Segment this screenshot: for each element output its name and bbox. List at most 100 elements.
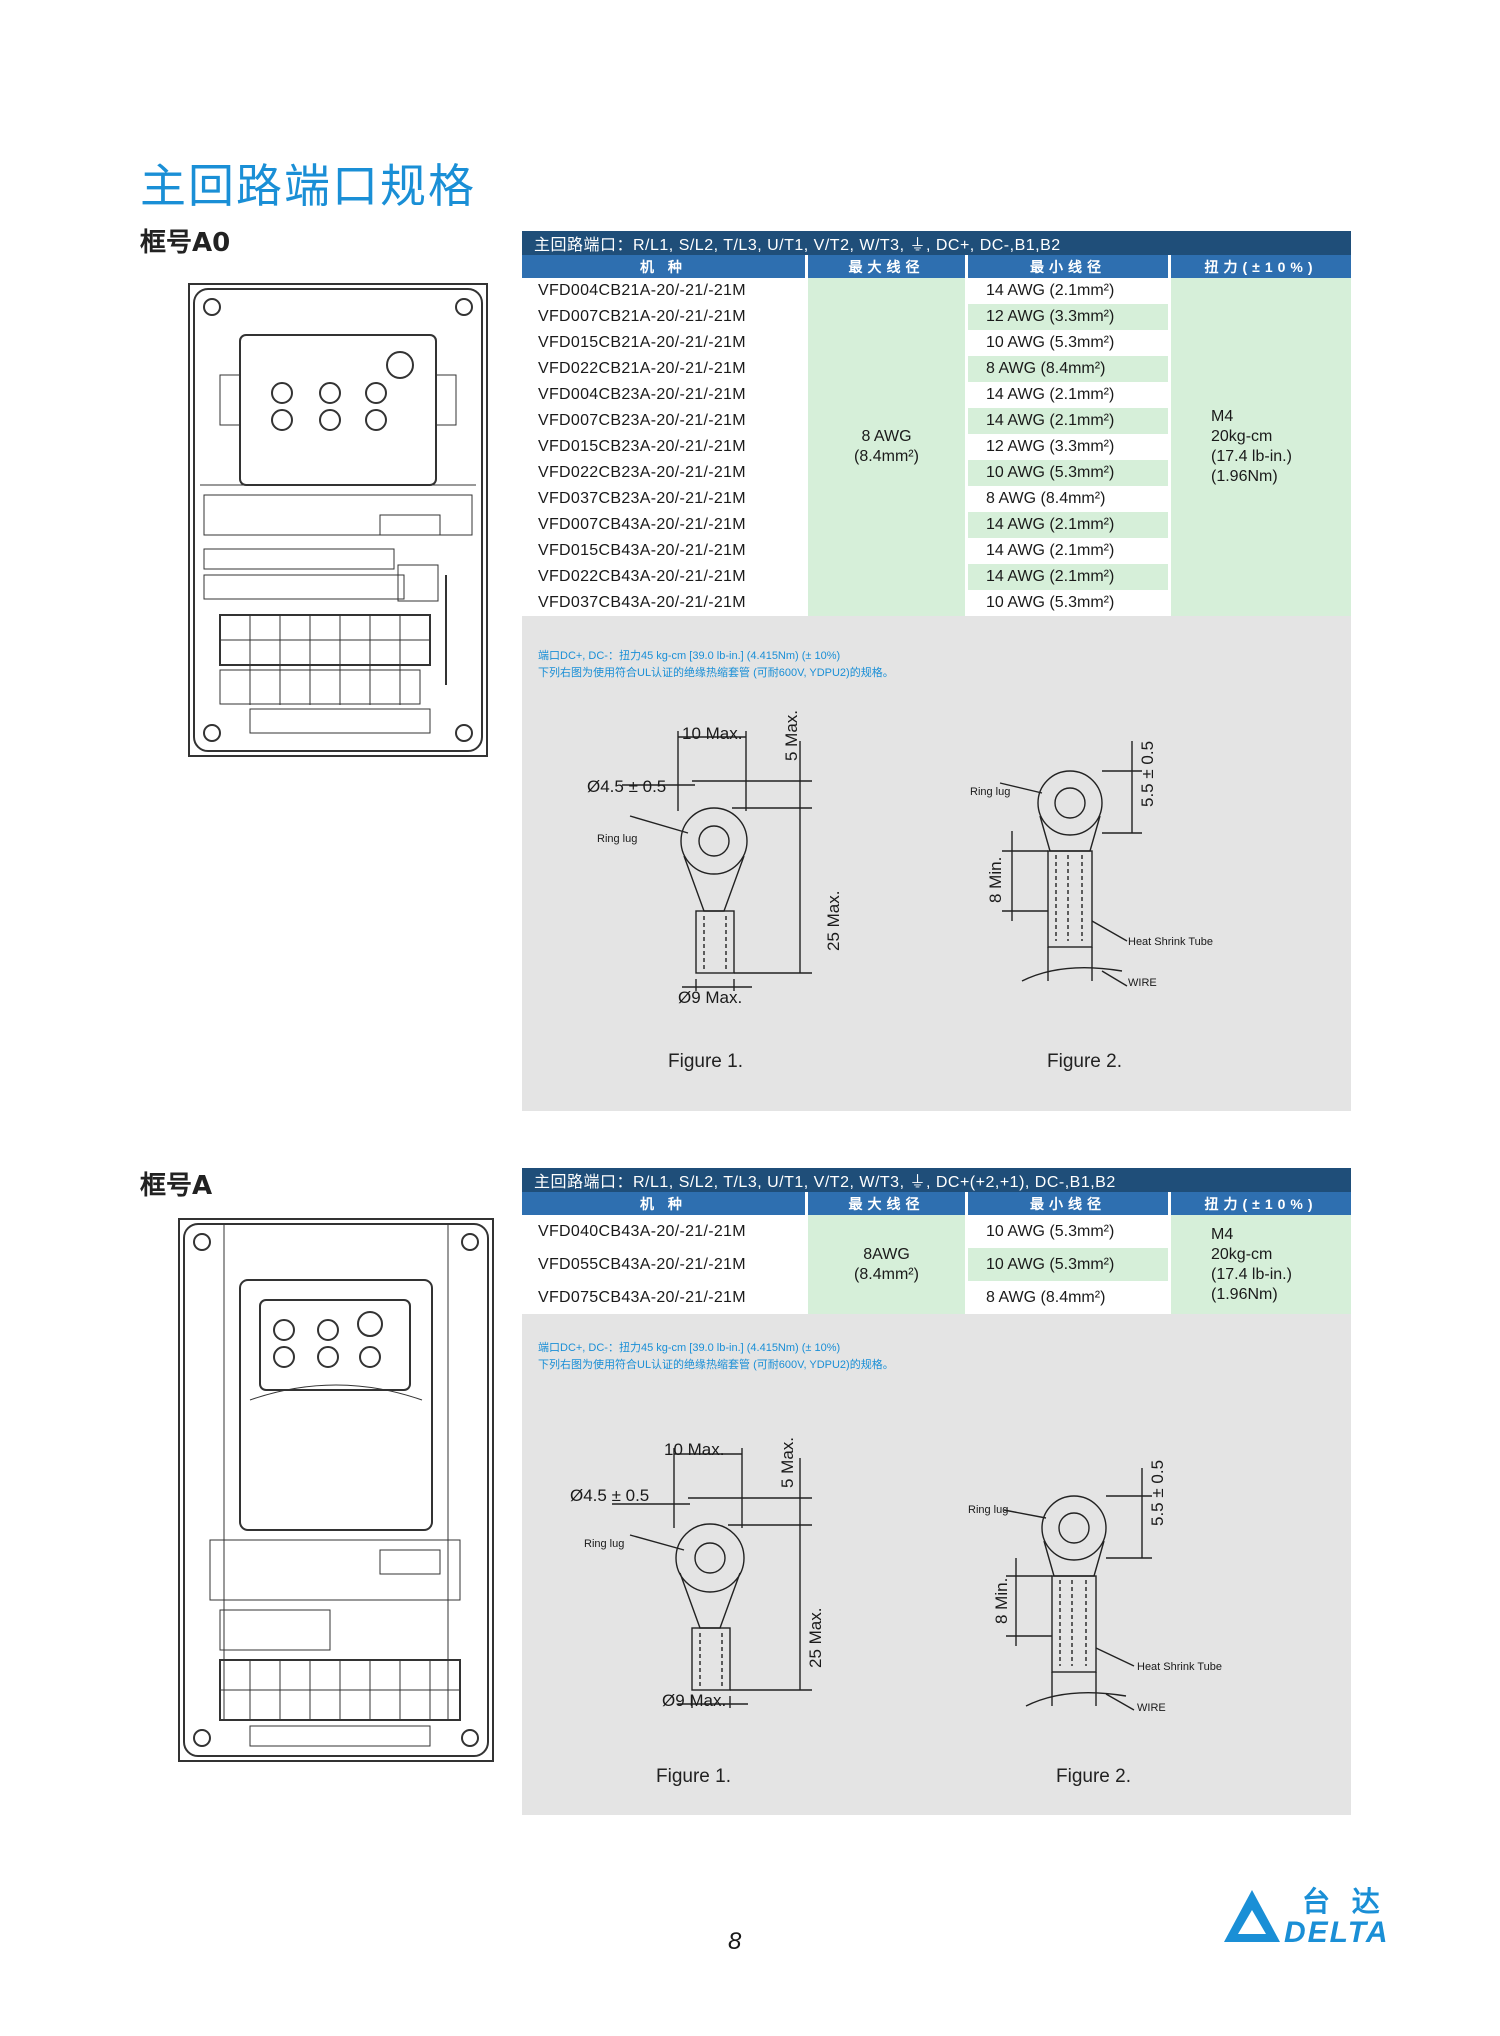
min-wire-cell: 10 AWG (5.3mm²) <box>965 1248 1170 1281</box>
fig2-label-ring-lug: Ring lug <box>970 786 1011 798</box>
col-torque-a0: 扭力(±10%) <box>1168 255 1351 278</box>
min-wire-cell: 12 AWG (3.3mm²) <box>965 434 1170 460</box>
model-cell: VFD004CB21A-20/-21/-21M <box>522 278 807 304</box>
figure-1-caption-a0: Figure 1. <box>668 1051 743 1072</box>
torque-lbin: (17.4 lb-in.) <box>1211 1265 1292 1283</box>
table-row: VFD075CB43A-20/-21/-21M 8 AWG (8.4mm²) <box>522 1281 1351 1314</box>
logo-en: DELTA <box>1284 1916 1390 1949</box>
col-model-a: 机 种 <box>522 1192 807 1215</box>
drive-outline-a <box>183 1223 489 1757</box>
figure-1-ring-lug-a <box>612 1448 812 1708</box>
figure-1-ring-lug-a0 <box>622 731 812 991</box>
table-row: VFD007CB43A-20/-21/-21M 14 AWG (2.1mm²) <box>522 512 1351 538</box>
fig1-label-5max: 5 Max. <box>778 1436 797 1488</box>
table-row: VFD055CB43A-20/-21/-21M 10 AWG (5.3mm²) <box>522 1248 1351 1281</box>
torque-lbin: (17.4 lb-in.) <box>1211 448 1292 465</box>
torque-screw: M4 <box>1211 1225 1234 1243</box>
model-cell: VFD075CB43A-20/-21/-21M <box>522 1281 807 1314</box>
figure-2-heat-shrink-a <box>1003 1468 1152 1711</box>
model-cell: VFD022CB21A-20/-21/-21M <box>522 356 807 382</box>
model-cell: VFD015CB23A-20/-21/-21M <box>522 434 807 460</box>
frame-label-a: 框号A <box>140 1171 213 1201</box>
torque-cell-a: M4 20kg-cm (17.4 lb-in.) (1.96Nm) <box>1168 1215 1351 1314</box>
note-dc-torque-a0: 端口DC+, DC-：扭力45 kg-cm [39.0 lb-in.] (4.4… <box>538 650 841 662</box>
torque-kgcm: 20kg-cm <box>1211 1245 1273 1263</box>
fig2-label-wire: WIRE <box>1137 1702 1166 1714</box>
table-row: VFD022CB43A-20/-21/-21M 14 AWG (2.1mm²) <box>522 564 1351 590</box>
model-cell: VFD004CB23A-20/-21/-21M <box>522 382 807 408</box>
col-min-a0: 最小线径 <box>965 255 1170 278</box>
min-wire-cell: 14 AWG (2.1mm²) <box>965 564 1170 590</box>
fig1-label-5max: 5 Max. <box>782 709 801 761</box>
min-wire-cell: 14 AWG (2.1mm²) <box>965 382 1170 408</box>
min-wire-cell: 14 AWG (2.1mm²) <box>965 512 1170 538</box>
drive-drawing-a0 <box>188 283 488 757</box>
figure-2-caption-a0: Figure 2. <box>1047 1051 1122 1072</box>
fig2-label-wire: WIRE <box>1128 977 1157 989</box>
fig1-label-dia9: Ø9 Max. <box>662 1691 727 1710</box>
col-min-a: 最小线径 <box>965 1192 1170 1215</box>
min-wire-cell: 12 AWG (3.3mm²) <box>965 304 1170 330</box>
fig2-label-55: 5.5 ± 0.5 <box>1148 1459 1167 1526</box>
fig1-label-dia45: Ø4.5 ± 0.5 <box>587 777 667 796</box>
drive-outline-a0 <box>193 288 483 752</box>
table-row: VFD007CB23A-20/-21/-21M 14 AWG (2.1mm²) <box>522 408 1351 434</box>
drive-drawing-a <box>178 1218 494 1762</box>
max-wire-mm: (8.4mm²) <box>854 448 919 465</box>
table-row: VFD022CB21A-20/-21/-21M 8 AWG (8.4mm²) <box>522 356 1351 382</box>
page-title: 主回路端口规格 <box>140 159 476 213</box>
model-cell: VFD037CB43A-20/-21/-21M <box>522 590 807 616</box>
spec-panel-a: 主回路端口：R/L1, S/L2, T/L3, U/T1, V/T2, W/T3… <box>522 1168 1351 1815</box>
torque-screw: M4 <box>1211 408 1234 425</box>
model-cell: VFD007CB23A-20/-21/-21M <box>522 408 807 434</box>
table-row: VFD040CB43A-20/-21/-21M 8AWG (8.4mm²) 10… <box>522 1215 1351 1314</box>
model-cell: VFD055CB43A-20/-21/-21M <box>522 1248 807 1281</box>
spec-table-a: 主回路端口：R/L1, S/L2, T/L3, U/T1, V/T2, W/T3… <box>522 1168 1351 1314</box>
figure-1-caption-a: Figure 1. <box>656 1766 731 1787</box>
fig1-label-25max: 25 Max. <box>806 1607 825 1668</box>
fig1-label-ring-lug: Ring lug <box>597 833 638 845</box>
col-torque-a: 扭力(±10%) <box>1168 1192 1351 1215</box>
table-row: VFD004CB21A-20/-21/-21M 8 AWG (8.4mm²) 1… <box>522 278 1351 616</box>
model-cell: VFD037CB23A-20/-21/-21M <box>522 486 807 512</box>
table-row: VFD007CB21A-20/-21/-21M 12 AWG (3.3mm²) <box>522 304 1351 330</box>
torque-nm: (1.96Nm) <box>1211 468 1278 485</box>
max-wire-mm: (8.4mm²) <box>854 1265 919 1283</box>
model-cell: VFD015CB43A-20/-21/-21M <box>522 538 807 564</box>
note-ul-tube-a: 下列右图为使用符合UL认证的绝缘热缩套管 (可耐600V, YDPU2)的规格。 <box>538 1359 894 1371</box>
model-cell: VFD007CB43A-20/-21/-21M <box>522 512 807 538</box>
table-row: VFD004CB23A-20/-21/-21M 14 AWG (2.1mm²) <box>522 382 1351 408</box>
fig1-label-25max: 25 Max. <box>824 890 843 951</box>
fig2-label-8min: 8 Min. <box>986 856 1005 903</box>
delta-logo: 台 达 DELTA <box>1222 1880 1422 1950</box>
fig2-label-8min: 8 Min. <box>992 1577 1011 1624</box>
col-max-a: 最大线径 <box>805 1192 967 1215</box>
min-wire-cell: 8 AWG (8.4mm²) <box>965 486 1170 512</box>
fig2-label-tube: Heat Shrink Tube <box>1137 1661 1222 1673</box>
figure-2-caption-a: Figure 2. <box>1056 1766 1131 1787</box>
note-ul-tube-a0: 下列右图为使用符合UL认证的绝缘热缩套管 (可耐600V, YDPU2)的规格。 <box>538 667 894 679</box>
figure-2-heat-shrink-a0 <box>999 741 1142 987</box>
model-cell: VFD022CB43A-20/-21/-21M <box>522 564 807 590</box>
model-cell: VFD007CB21A-20/-21/-21M <box>522 304 807 330</box>
min-wire-cell: 8 AWG (8.4mm²) <box>965 1281 1170 1314</box>
model-cell: VFD040CB43A-20/-21/-21M <box>522 1215 807 1248</box>
terminals-header-a0: 主回路端口：R/L1, S/L2, T/L3, U/T1, V/T2, W/T3… <box>522 231 1351 255</box>
min-wire-cell: 14 AWG (2.1mm²) <box>965 538 1170 564</box>
torque-kgcm: 20kg-cm <box>1211 428 1273 445</box>
torque-cell-a0: M4 20kg-cm (17.4 lb-in.) (1.96Nm) <box>1168 278 1351 616</box>
fig1-label-dia45: Ø4.5 ± 0.5 <box>570 1486 650 1505</box>
spec-panel-a0: 主回路端口：R/L1, S/L2, T/L3, U/T1, V/T2, W/T3… <box>522 231 1351 1111</box>
table-row: VFD015CB23A-20/-21/-21M 12 AWG (3.3mm²) <box>522 434 1351 460</box>
page-number: 8 <box>728 1928 742 1955</box>
min-wire-cell: 8 AWG (8.4mm²) <box>965 356 1170 382</box>
min-wire-cell: 10 AWG (5.3mm²) <box>965 460 1170 486</box>
note-dc-torque-a: 端口DC+, DC-：扭力45 kg-cm [39.0 lb-in.] (4.4… <box>538 1342 841 1354</box>
col-max-a0: 最大线径 <box>805 255 967 278</box>
max-wire-cell-a: 8AWG (8.4mm²) <box>805 1215 967 1314</box>
min-wire-cell: 14 AWG (2.1mm²) <box>965 408 1170 434</box>
fig2-label-tube: Heat Shrink Tube <box>1128 936 1213 948</box>
